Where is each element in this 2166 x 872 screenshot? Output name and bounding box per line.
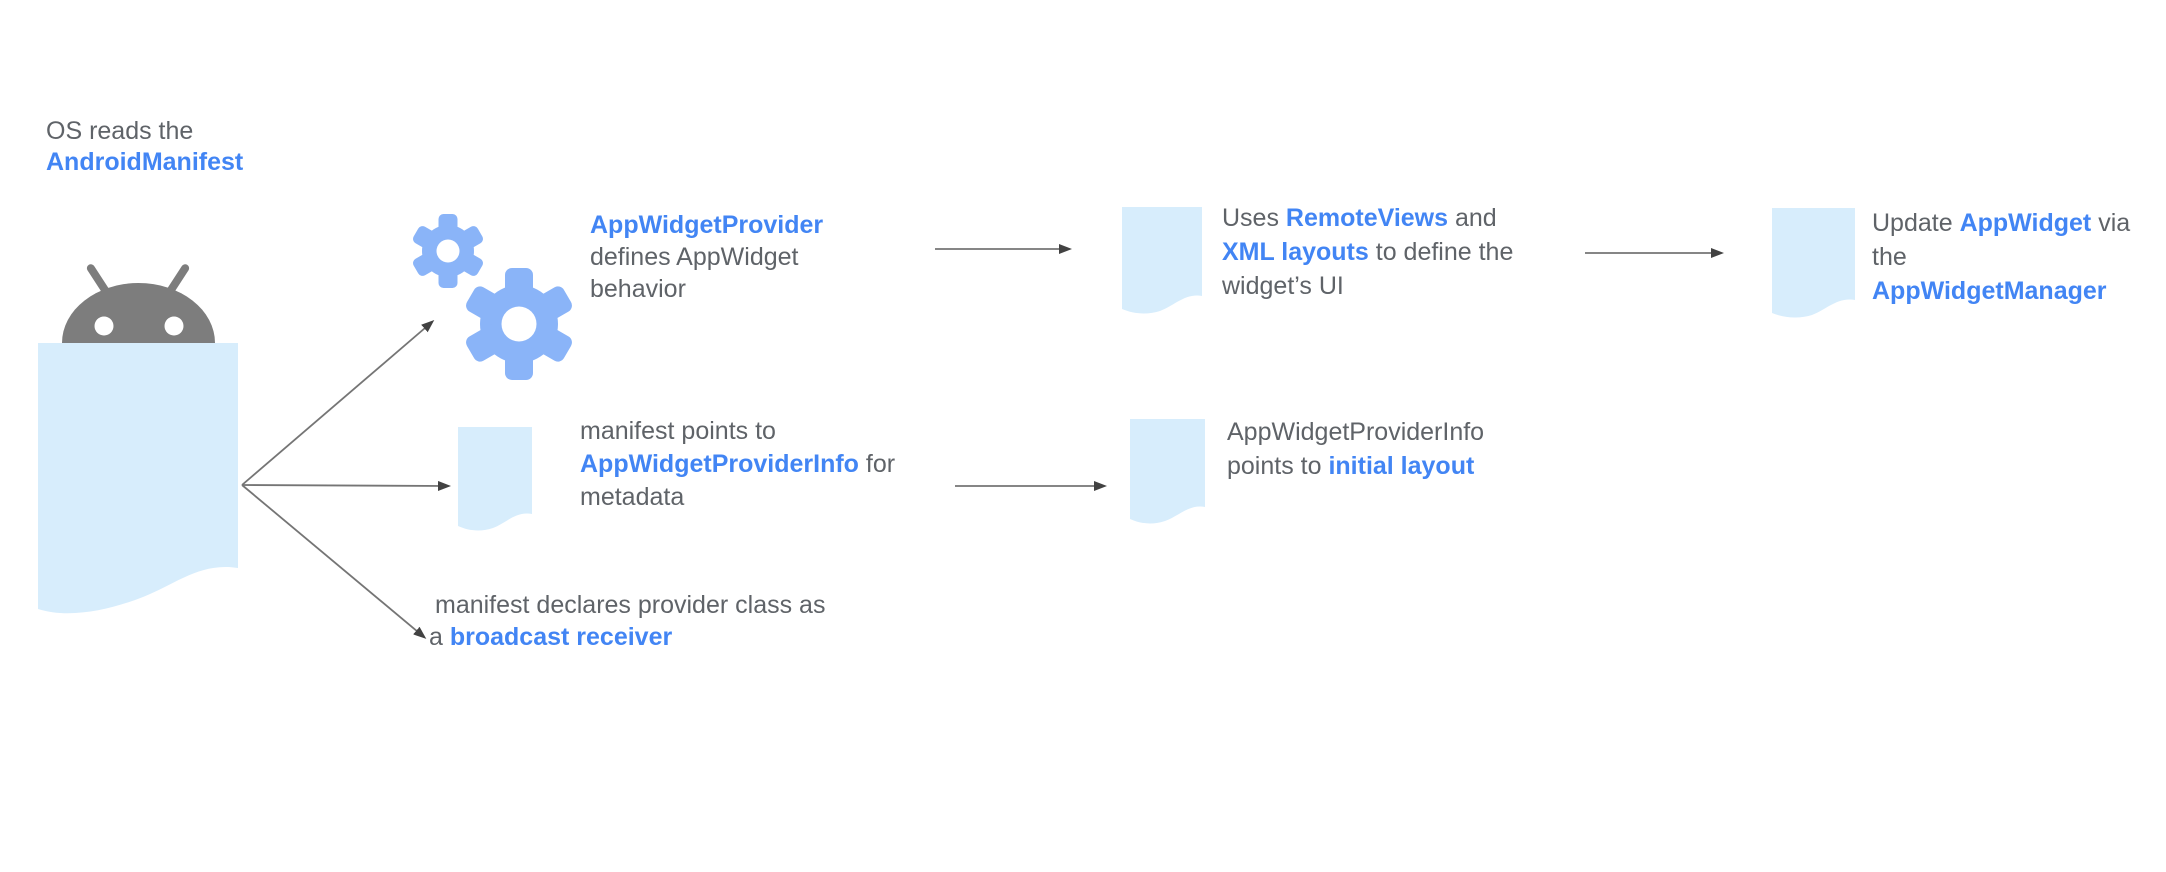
robot-antenna-left xyxy=(86,264,111,296)
label-providerinfo-initial-layout: AppWidgetProviderInfo points to initial … xyxy=(1227,418,1485,480)
remoteviews-text: RemoteViews xyxy=(1285,204,1449,232)
manifest-document-icon xyxy=(38,343,238,614)
xml-layouts-text: XML layouts xyxy=(1222,238,1369,266)
remoteviews-document-icon xyxy=(1122,207,1202,314)
gear-small xyxy=(413,214,483,288)
label-manifest-metadata: manifest points to AppWidgetProviderInfo… xyxy=(580,417,896,511)
robot-eye-right xyxy=(164,316,184,336)
android-robot-icon xyxy=(62,264,215,343)
appwidgetproviderinfo-text: AppWidgetProviderInfo xyxy=(580,450,859,478)
label-appwidgetprovider: AppWidgetProvider defines AppWidget beha… xyxy=(590,211,824,303)
label-broadcast-receiver: manifest declares provider class as a br… xyxy=(429,591,826,651)
appwidgetprovider-text: AppWidgetProvider xyxy=(590,211,824,239)
arrow-manifest-to-broadcast xyxy=(241,484,427,639)
os-text: OS reads the xyxy=(46,117,194,145)
label-remoteviews-xml: Uses RemoteViews and XML layouts to defi… xyxy=(1222,204,1514,300)
arrow-manifest-to-providerinfo xyxy=(241,480,451,491)
arrow-manifest-to-gears xyxy=(241,320,435,486)
label-os-reads-manifest: OS reads the AndroidManifest xyxy=(46,116,243,178)
robot-antenna-right xyxy=(165,264,190,296)
appwidgetmanager-text: AppWidgetManager xyxy=(1872,277,2107,305)
broadcast-receiver-text: broadcast receiver xyxy=(449,623,673,651)
arrows xyxy=(241,244,1724,639)
robot-eye-left xyxy=(94,316,114,336)
gears-icon xyxy=(413,214,577,385)
initial-layout-text: initial layout xyxy=(1328,452,1475,480)
label-update-appwidget: Update AppWidget via the AppWidgetManage… xyxy=(1872,209,2131,305)
providerinfo-document-icon xyxy=(458,427,532,531)
appwidgetmanager-document-icon xyxy=(1772,208,1855,318)
androidmanifest-text: AndroidManifest xyxy=(46,148,244,176)
initial-layout-document-icon xyxy=(1130,419,1205,524)
appwidget-text: AppWidget xyxy=(1959,209,2092,237)
robot-head xyxy=(62,283,215,343)
gear-large xyxy=(466,268,572,380)
